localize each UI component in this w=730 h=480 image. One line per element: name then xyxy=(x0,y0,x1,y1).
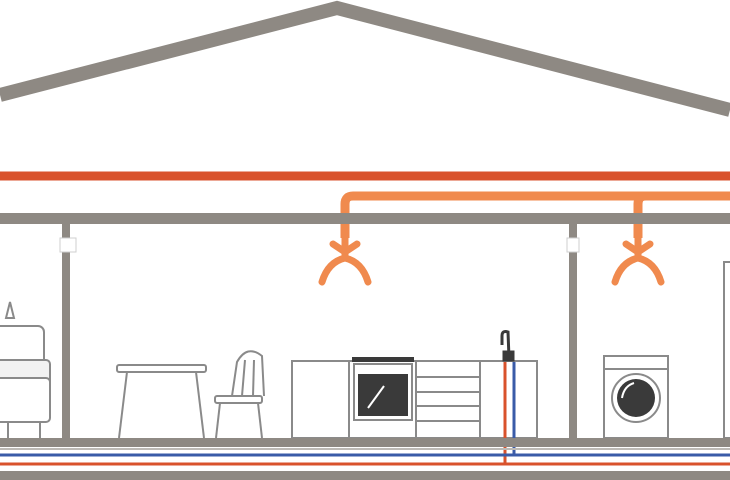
tap-icon xyxy=(500,330,515,362)
ceiling-slab xyxy=(0,213,730,224)
floor-slab xyxy=(0,438,730,447)
kitchen-cabinets xyxy=(291,360,538,439)
wall-vent-box xyxy=(59,237,77,253)
sofa-icon xyxy=(0,301,51,438)
vent-duct xyxy=(340,191,730,238)
vent-outlet-icon xyxy=(318,232,372,286)
chair-icon xyxy=(214,350,265,439)
wall-vent-box xyxy=(566,237,580,253)
vent-outlet-icon xyxy=(611,232,665,286)
oven-icon xyxy=(352,357,414,421)
ground-base xyxy=(0,471,730,480)
wall-left xyxy=(62,224,70,440)
table-icon xyxy=(116,364,207,439)
roof-outline xyxy=(0,0,730,117)
right-cabinet xyxy=(723,261,730,439)
wall-right xyxy=(569,224,577,440)
vent-duct-branch xyxy=(633,191,647,238)
washing-machine-icon xyxy=(603,355,669,439)
